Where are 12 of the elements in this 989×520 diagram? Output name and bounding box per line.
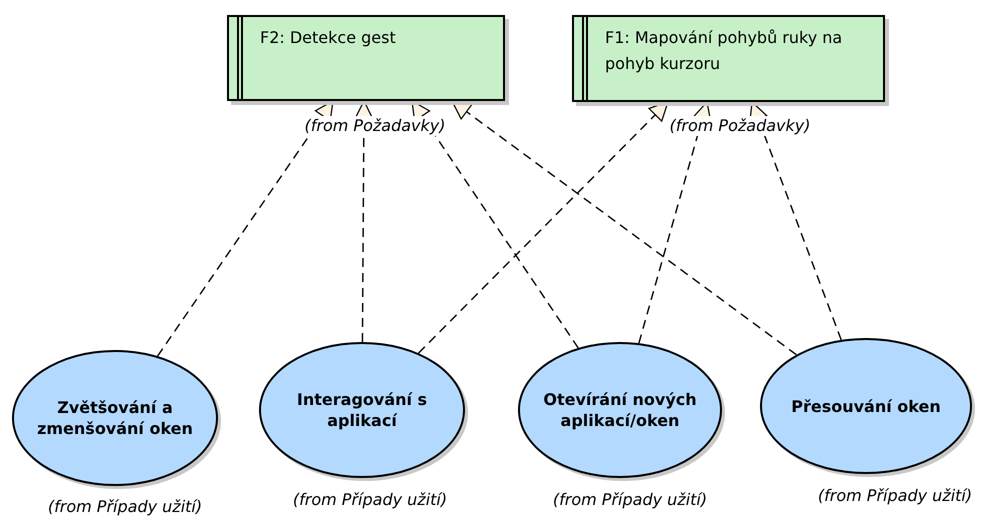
requirement-title: F1: Mapování pohybů ruky na pohyb kurzoru — [605, 27, 844, 75]
package-note: (from Případy užití) — [48, 497, 202, 517]
package-note: (from Případy užití) — [552, 490, 708, 510]
use-case-name: Přesouvání oken — [791, 396, 941, 416]
use-case-name: Interagování s aplikací — [296, 389, 428, 431]
package-note: (from Případy užití) — [292, 490, 448, 510]
use-case-name: Otevírání nových aplikací/oken — [542, 389, 698, 431]
package-note: (from Požadavky) — [670, 116, 810, 136]
package-note: (from Případy užití) — [818, 486, 972, 506]
package-note: (from Požadavky) — [304, 116, 446, 136]
use-case-name: Zvětšování a zmenšování oken — [36, 397, 194, 439]
requirement-title: F2: Detekce gest — [260, 27, 397, 49]
